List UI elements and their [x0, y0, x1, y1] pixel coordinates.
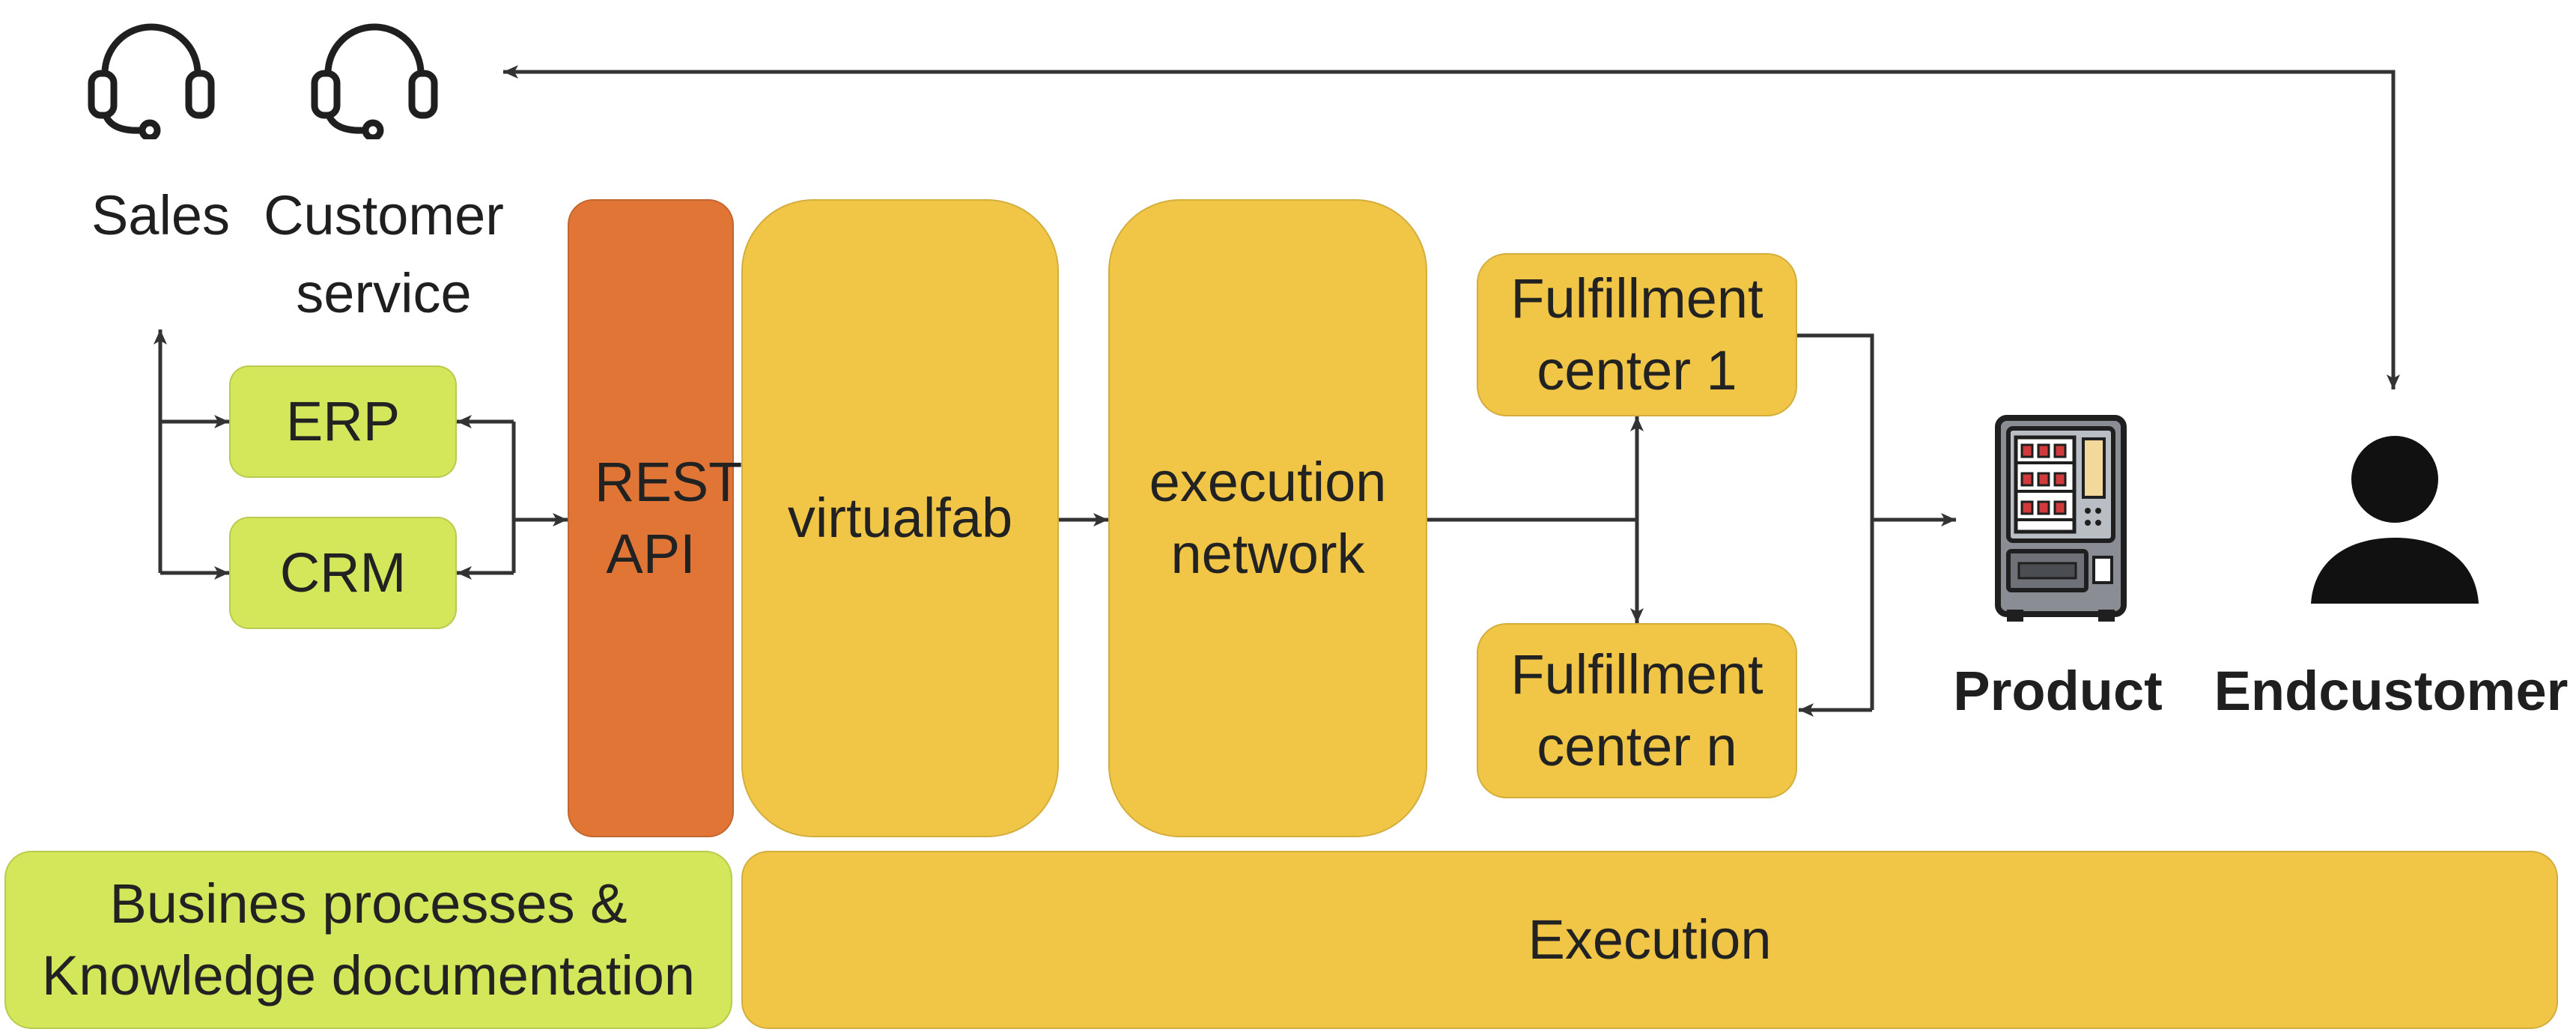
rest-api-box[interactable]: REST API — [568, 199, 743, 837]
business-processes-label: Busines processes & Knowledge documentat… — [41, 872, 696, 1007]
crm-box[interactable]: CRM — [229, 517, 457, 629]
vending-machine-icon — [1995, 415, 2127, 622]
sales-label: Sales — [91, 184, 231, 246]
product-label: Product — [1953, 660, 2163, 722]
fulfillment-center-1-box[interactable]: Fulfillment center 1 — [1477, 253, 1797, 416]
headset-icon — [88, 23, 215, 139]
customer-service-label: Customer service — [264, 184, 504, 324]
virtualfab-label: virtualfab — [787, 486, 1013, 549]
execution-network-box[interactable]: execution network — [1108, 199, 1427, 837]
fulfillment-center-1-label: Fulfillment center 1 — [1510, 267, 1764, 401]
virtualfab-box[interactable]: virtualfab — [741, 199, 1059, 837]
fulfillment-center-n-label: Fulfillment center n — [1510, 643, 1764, 777]
erp-label: ERP — [285, 389, 401, 452]
headset-icon — [311, 23, 438, 139]
erp-box[interactable]: ERP — [229, 365, 457, 478]
rest-api-label: REST API — [595, 450, 743, 585]
execution-label: Execution — [1528, 908, 1772, 971]
execution-network-label: execution network — [1149, 450, 1387, 585]
person-icon — [2311, 436, 2479, 604]
crm-label: CRM — [279, 541, 407, 604]
execution-box[interactable]: Execution — [741, 851, 2558, 1029]
business-processes-box[interactable]: Busines processes & Knowledge documentat… — [4, 851, 732, 1029]
endcustomer-label: Endcustomer — [2214, 660, 2569, 722]
fulfillment-center-n-box[interactable]: Fulfillment center n — [1477, 623, 1797, 798]
